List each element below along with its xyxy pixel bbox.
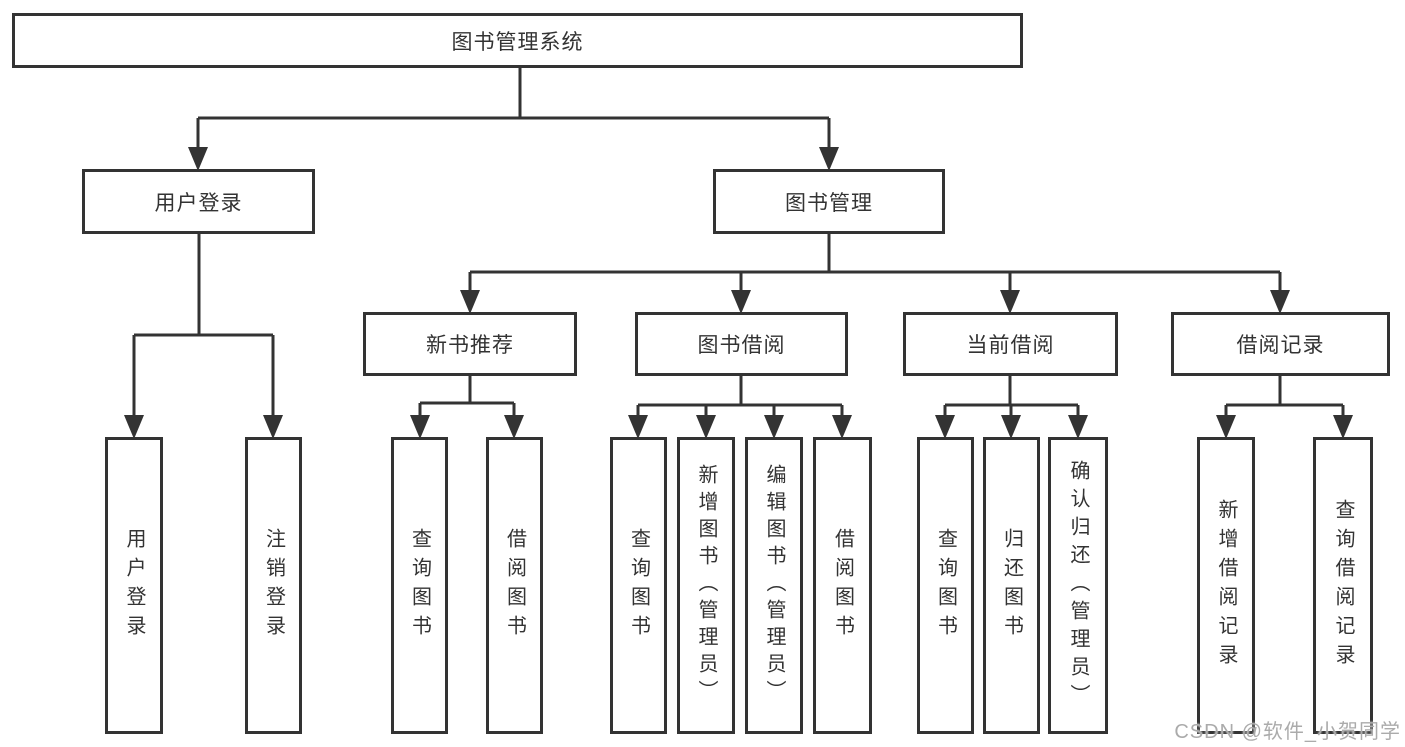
- leaf-confirm-return-admin: 确认归还（管理员）: [1048, 437, 1108, 734]
- node-label: 查询借阅记录: [1332, 498, 1354, 673]
- leaf-add-borrow-record: 新增借阅记录: [1197, 437, 1255, 734]
- node-label: 新增借阅记录: [1215, 498, 1237, 673]
- node-label: 确认归还（管理员）: [1067, 459, 1089, 712]
- node-label: 当前借阅: [966, 334, 1055, 357]
- leaf-query-books-3: 查询图书: [917, 437, 974, 734]
- node-label: 图书借阅: [697, 334, 786, 357]
- node-current-borrow: 当前借阅: [903, 312, 1118, 376]
- node-label: 用户登录: [154, 191, 243, 215]
- leaf-return-books: 归还图书: [983, 437, 1040, 734]
- leaf-borrow-books-2: 借阅图书: [813, 437, 872, 734]
- node-label: 查询图书: [627, 527, 650, 644]
- leaf-logout: 注销登录: [245, 437, 302, 734]
- node-label: 用户登录: [123, 527, 145, 644]
- leaf-borrow-books-1: 借阅图书: [486, 437, 543, 734]
- node-label: 新增图书（管理员）: [695, 464, 717, 707]
- node-label: 归还图书: [1000, 527, 1023, 644]
- node-label: 注销登录: [262, 527, 285, 644]
- node-user-login: 用户登录: [82, 169, 315, 234]
- node-label: 查询图书: [934, 527, 957, 644]
- leaf-edit-books-admin: 编辑图书（管理员）: [745, 437, 803, 734]
- leaf-query-books-1: 查询图书: [391, 437, 448, 734]
- node-borrow-records: 借阅记录: [1171, 312, 1390, 376]
- node-label: 新书推荐: [426, 334, 514, 357]
- node-library-management-system: 图书管理系统: [12, 13, 1023, 68]
- node-label: 图书管理系统: [451, 30, 584, 54]
- node-book-borrow: 图书借阅: [635, 312, 848, 376]
- node-label: 借阅图书: [831, 527, 854, 644]
- leaf-query-books-2: 查询图书: [610, 437, 667, 734]
- node-label: 借阅记录: [1236, 334, 1325, 357]
- leaf-user-login: 用户登录: [105, 437, 163, 734]
- node-new-book-recommend: 新书推荐: [363, 312, 577, 376]
- node-label: 编辑图书（管理员）: [763, 464, 785, 707]
- leaf-query-borrow-record: 查询借阅记录: [1313, 437, 1373, 734]
- node-label: 借阅图书: [503, 527, 526, 644]
- csdn-watermark: CSDN @软件_小贺同学: [1174, 721, 1401, 743]
- node-book-management: 图书管理: [713, 169, 945, 234]
- node-label: 查询图书: [408, 527, 431, 644]
- node-label: 图书管理: [785, 191, 873, 215]
- leaf-add-books-admin: 新增图书（管理员）: [677, 437, 735, 734]
